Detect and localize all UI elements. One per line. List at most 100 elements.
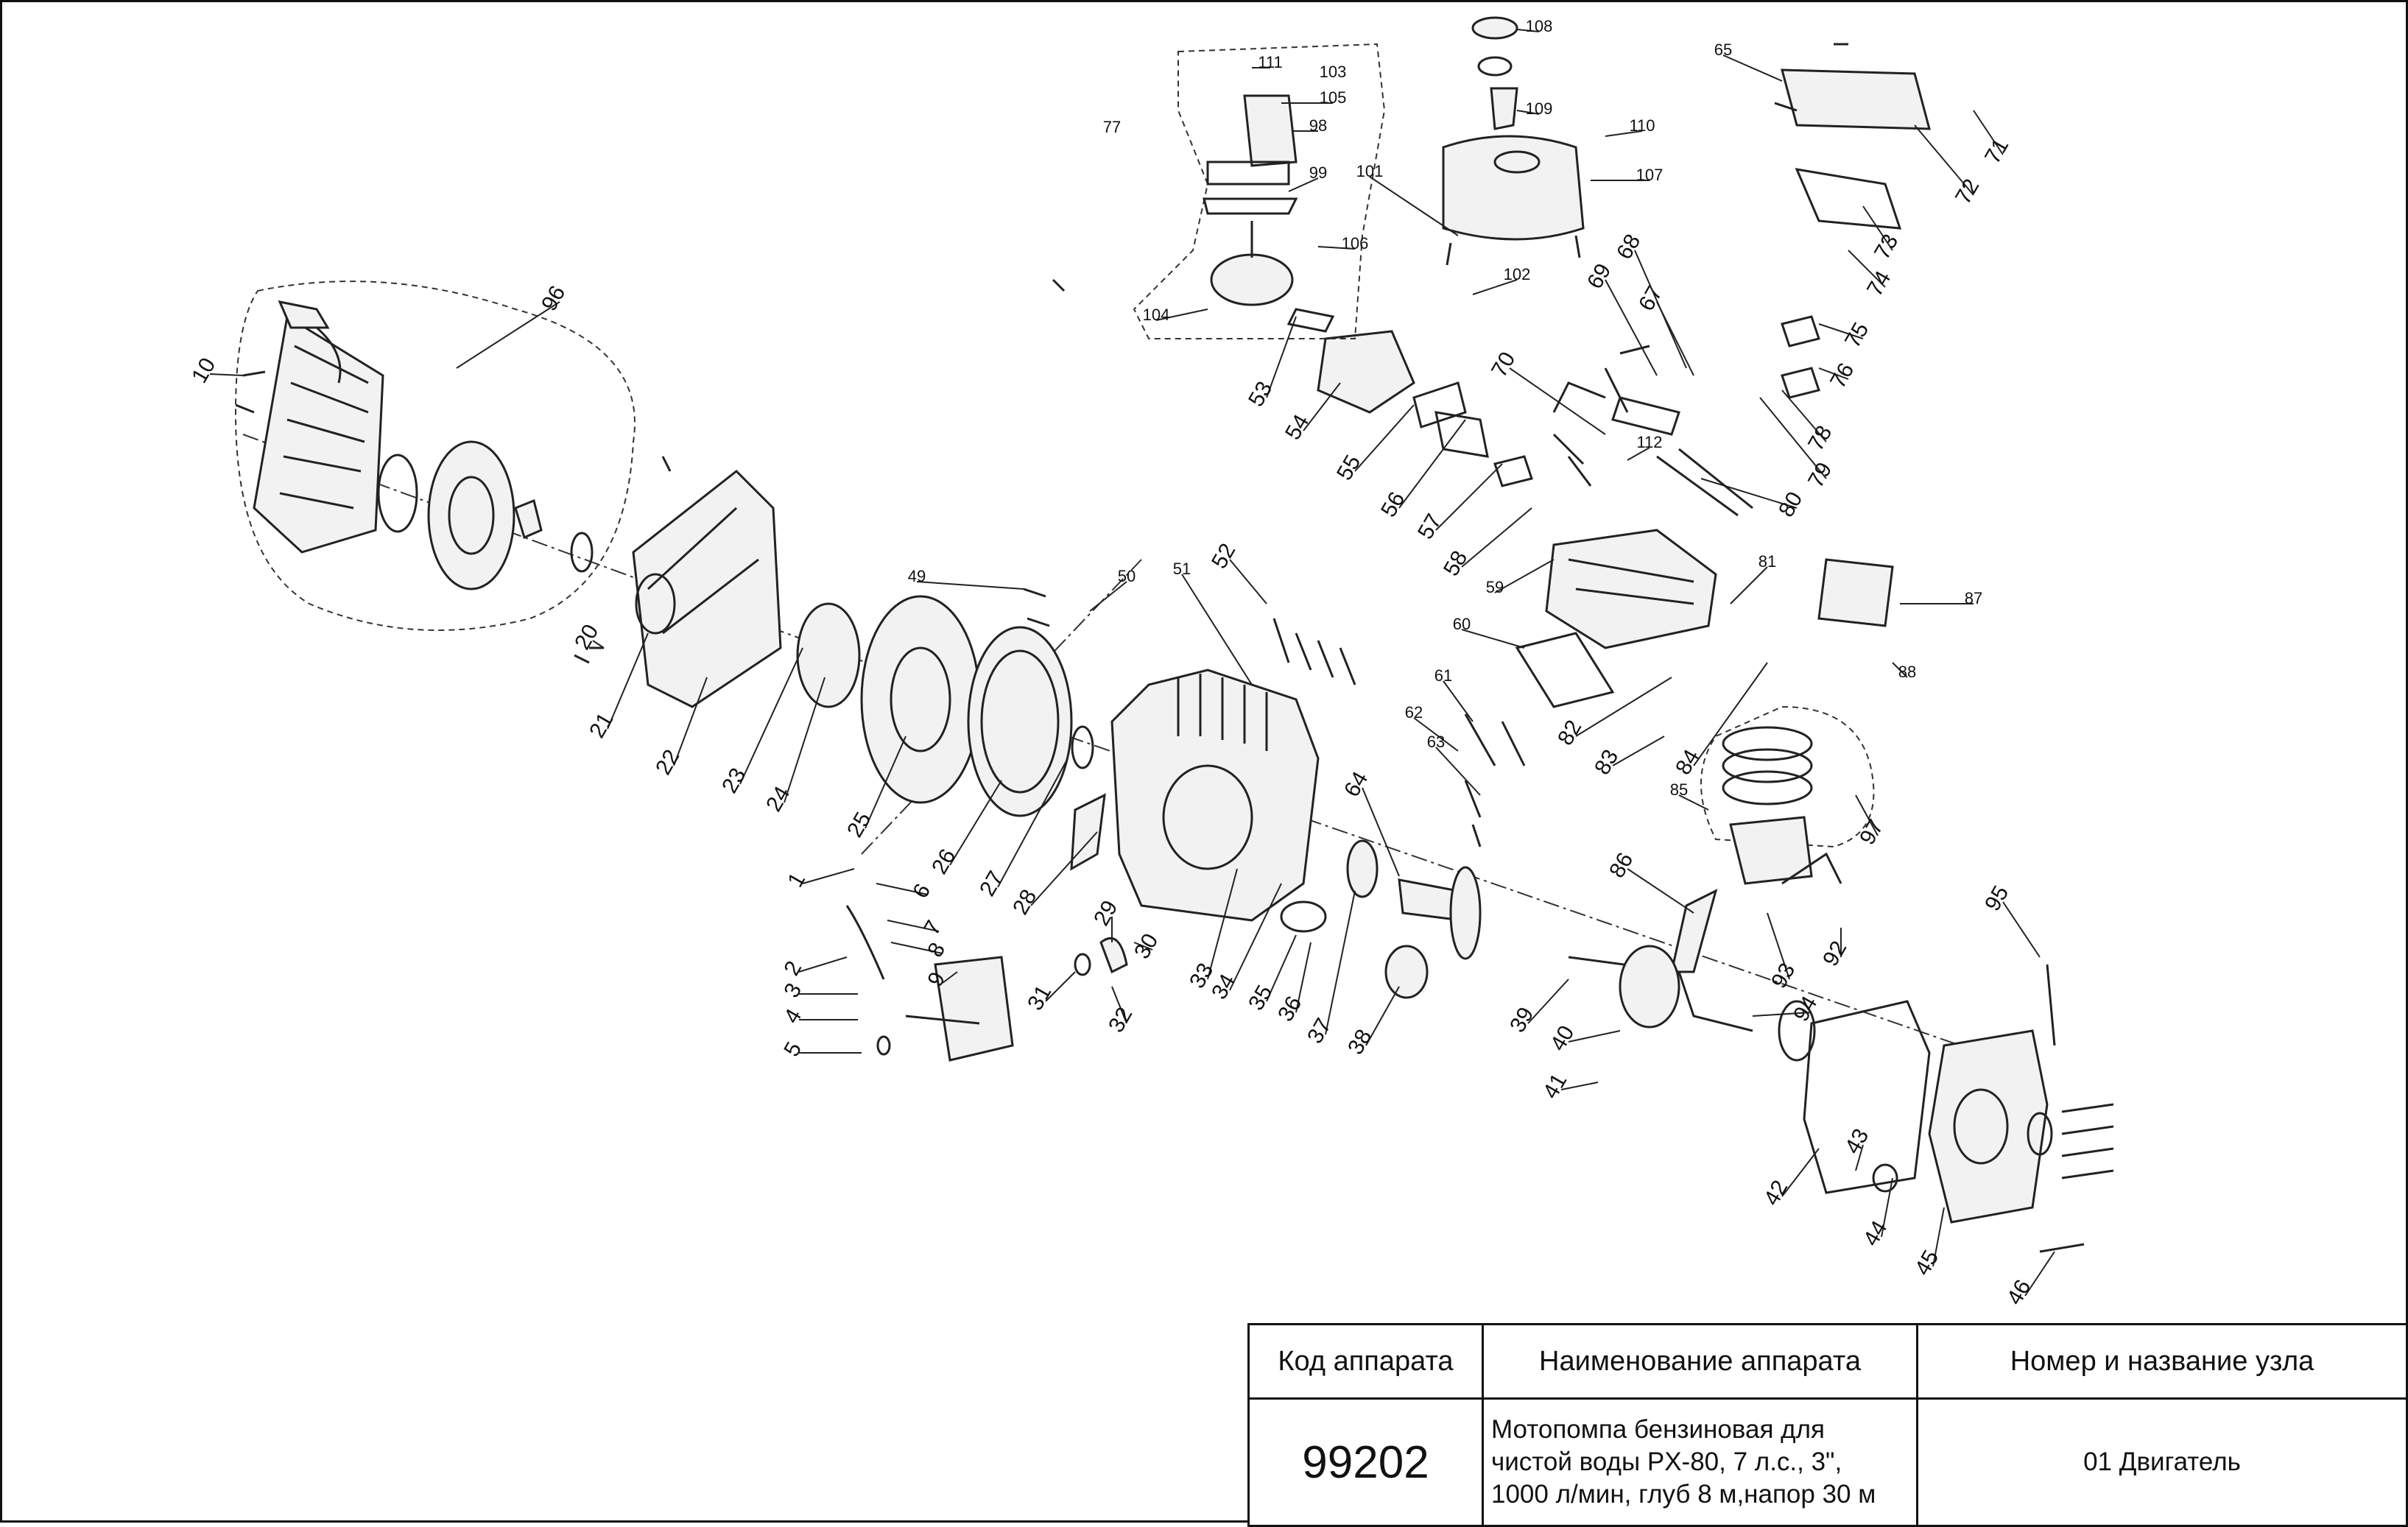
callout-number: 39 [1505,1004,1538,1037]
callout-leader-line [592,640,605,649]
callout-leader-line [1678,794,1709,811]
recoil-starter-group [234,281,636,631]
callout-leader-line [1516,110,1540,115]
callout-leader-line [1369,176,1459,236]
callout-number: 61 [1434,666,1452,685]
callout-leader-line [607,632,649,730]
callout-number: 36 [1273,992,1306,1026]
governor-linkage [845,905,1128,1062]
callout-number: 97 [1855,816,1888,849]
flywheel-group [796,595,1094,817]
callout-leader-line [1509,367,1606,435]
device-name-line: 1000 л/мин, глуб 8 м,напор 30 м [1491,1480,1876,1509]
carburettor-group [1286,308,1533,487]
callout-leader-line [1855,794,1879,836]
exhaust-group [1774,43,1931,627]
callout-number: 35 [1244,981,1277,1015]
callout-leader-line [997,758,1069,888]
callout-number: 5 [779,1038,806,1061]
callout-leader-line [1932,1207,1945,1267]
device-name: Мотопомпа бензиновая для чистой воды PX-… [1482,1397,1918,1527]
callout-number: 85 [1670,780,1688,799]
callout-leader-line [1914,124,1974,196]
callout-leader-line [1700,478,1798,509]
callout-number: 52 [1207,540,1240,573]
callout-number: 32 [1104,1004,1137,1037]
callout-leader-line [876,883,929,895]
callout-number: 78 [1803,422,1837,455]
device-name-line: Мотопомпа бензиновая для [1491,1415,1825,1444]
callout-number: 42 [1759,1177,1792,1210]
title-block-value-row: 99202 Мотопомпа бензиновая для чистой во… [1247,1397,2408,1527]
callout-number: 87 [1965,589,1982,607]
cylinder-head-group [1515,345,1753,708]
callout-number: 84 [1671,746,1704,779]
callout-leader-line [1354,404,1415,472]
callout-leader-line [1045,971,1076,1002]
callout-number: 77 [1103,118,1121,136]
callout-leader-line [1181,574,1253,685]
callout-number: 58 [1439,547,1472,580]
callout-leader-line [1472,279,1518,295]
callout-leader-line [1365,986,1400,1046]
callout-leader-line [739,647,803,785]
crankcase-block [1070,669,1320,922]
callout-number: 3 [779,979,806,1002]
callout-leader-line [916,581,1024,590]
callout-number: 43 [1840,1125,1873,1158]
fan-housing [632,469,782,708]
callout-number: 102 [1504,265,1531,283]
callout-number: 26 [927,845,960,878]
callout-leader-line [1413,717,1459,752]
callout-number: 63 [1427,733,1445,751]
callout-leader-line [1693,662,1768,766]
callout-leader-line [1030,831,1098,906]
callout-leader-line [1288,177,1319,192]
callout-leader-line [1862,205,1893,251]
callout-leader-line [1317,246,1356,250]
callout-leader-line [1207,868,1238,980]
callout-number: 7 [919,917,946,939]
callout-number: 112 [1636,433,1662,451]
callout-number: 28 [1008,886,1041,919]
callout-number: 107 [1636,166,1664,184]
hardware-bolts [235,278,1356,685]
callout-number: 92 [1818,937,1851,970]
callout-leader-line [949,780,1002,866]
callout-number: 104 [1143,306,1170,324]
callout-leader-line [1461,507,1532,568]
callout-number: 6 [908,880,935,903]
callout-leader-line [887,920,940,932]
callout-number: 82 [1553,716,1586,750]
callout-leader-line [1627,868,1694,914]
callout-number: 105 [1320,88,1347,107]
callout-number: 109 [1526,99,1553,118]
callout-leader-line [2024,1251,2055,1297]
callout-number: 70 [1487,348,1520,381]
callout-leader-line [1398,419,1466,509]
callout-number: 30 [1130,930,1163,963]
callout-leader-line [802,868,855,884]
callout-number: 59 [1486,578,1504,596]
callout-number: 4 [779,1005,806,1028]
callout-number: 62 [1405,703,1423,722]
camshaft-group [1280,713,1526,999]
callout-number: 44 [1859,1217,1892,1250]
callout-leader-line [798,956,848,973]
callout-leader-line [1325,890,1356,1035]
callout-leader-line [1266,934,1297,1002]
callout-leader-line [1089,581,1127,612]
callout-number: 94 [1789,992,1822,1026]
callout-number: 56 [1376,488,1409,521]
title-block-header-row: Код аппарата Наименование аппарата Номер… [1247,1323,2408,1400]
callout-number: 71 [1980,135,2013,168]
callout-leader-line [1568,1030,1621,1043]
callout-number: 68 [1612,230,1645,264]
callout-leader-line [1781,1148,1820,1197]
callout-number: 2 [779,957,806,980]
callout-number: 98 [1309,116,1327,135]
callout-number: 8 [923,939,950,962]
callout-number: 57 [1413,510,1446,543]
